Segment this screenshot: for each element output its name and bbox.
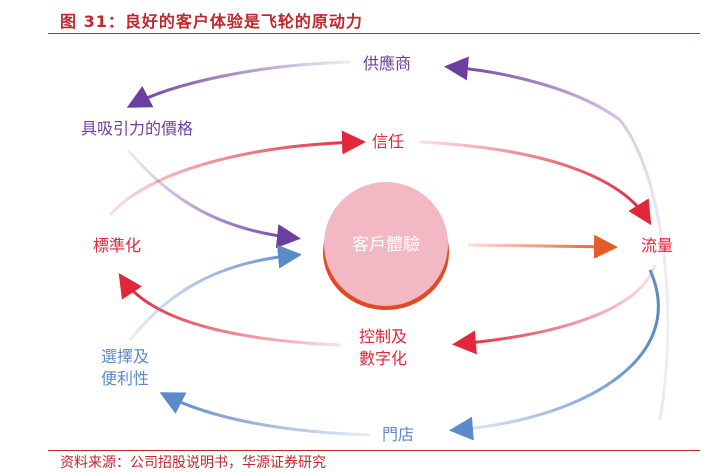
node-control-line2: 數字化 [359, 349, 407, 368]
arrow-center-to-traffic [467, 234, 618, 259]
node-trust: 信任 [372, 132, 404, 151]
arrow-control-to-standard [118, 273, 341, 347]
node-traffic: 流量 [641, 236, 673, 255]
arrow-trust-to-traffic [419, 140, 652, 226]
arrow-traffic-to-supplier [444, 56, 670, 421]
node-standard: 標準化 [93, 236, 141, 255]
arrow-traffic-to-control [452, 264, 657, 355]
center-circle [324, 182, 448, 306]
arrow-supplier-to-price [126, 60, 351, 108]
arrow-choice-to-center [128, 244, 302, 341]
figure-title: 图 31：良好的客户体验是飞轮的原动力 [60, 12, 363, 31]
arrow-standard-to-trust [108, 130, 366, 216]
node-choice-line1: 選擇及 [101, 347, 149, 366]
node-control-line1: 控制及 [359, 327, 407, 346]
title-divider [48, 33, 700, 34]
arrow-traffic-to-store [449, 269, 660, 441]
source-divider [48, 450, 700, 451]
arrow-store-to-choice [159, 392, 371, 437]
arrow-price-to-center [126, 149, 301, 249]
node-price: 具吸引力的價格 [81, 119, 193, 138]
center-label: 客戶體驗 [352, 235, 420, 255]
node-supplier: 供應商 [363, 54, 411, 73]
source-note: 资料来源：公司招股说明书，华源证券研究 [60, 455, 326, 471]
node-store: 門店 [382, 425, 414, 444]
node-choice-line2: 便利性 [101, 369, 149, 388]
